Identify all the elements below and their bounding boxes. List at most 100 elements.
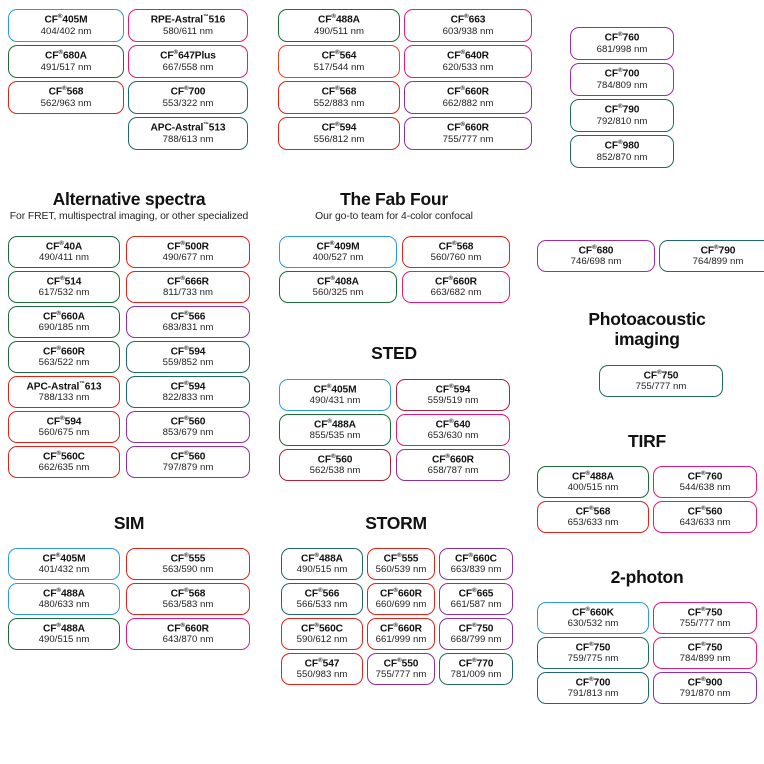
dye-chip-number: 980 <box>622 140 640 152</box>
dye-chip-number: 663 <box>468 14 486 26</box>
dye-chip-name: CF®568 <box>575 504 611 517</box>
registered-mark-icon: ® <box>62 85 67 93</box>
registered-mark-icon: ® <box>460 85 465 93</box>
sim-title: SIM <box>113 513 145 533</box>
dye-chip-number: 513 <box>208 122 226 134</box>
fab-four-subtitle: Our go-to team for 4-color confocal <box>315 211 473 222</box>
registered-mark-icon: ® <box>618 139 623 147</box>
dye-chip-spectra: 855/535 nm <box>309 430 361 442</box>
dye-chip-number: 566 <box>322 588 340 599</box>
registered-mark-icon: ® <box>327 417 332 425</box>
registered-mark-icon: ® <box>460 49 465 57</box>
dye-chip-spectra: 490/515 nm <box>296 564 348 576</box>
dye-chip-spectra: 630/532 nm <box>567 618 619 630</box>
dye-chip-number: 409M <box>334 241 360 252</box>
dye-chip-name: CF®594 <box>46 414 82 427</box>
registered-mark-icon: ® <box>657 368 662 376</box>
dye-chip-spectra: 853/679 nm <box>162 427 214 439</box>
dye-chip-name: CF®660R <box>43 344 85 357</box>
dye-chip-spectra: 663/682 nm <box>430 287 482 299</box>
dye-chip-number: 660R <box>397 623 422 634</box>
dye-chip-number: 760 <box>705 471 723 482</box>
dye-chip-spectra: 653/633 nm <box>567 517 619 529</box>
dye-chip-spectra: 788/613 nm <box>162 133 214 145</box>
dye-chip-name: CF®568 <box>48 85 84 98</box>
